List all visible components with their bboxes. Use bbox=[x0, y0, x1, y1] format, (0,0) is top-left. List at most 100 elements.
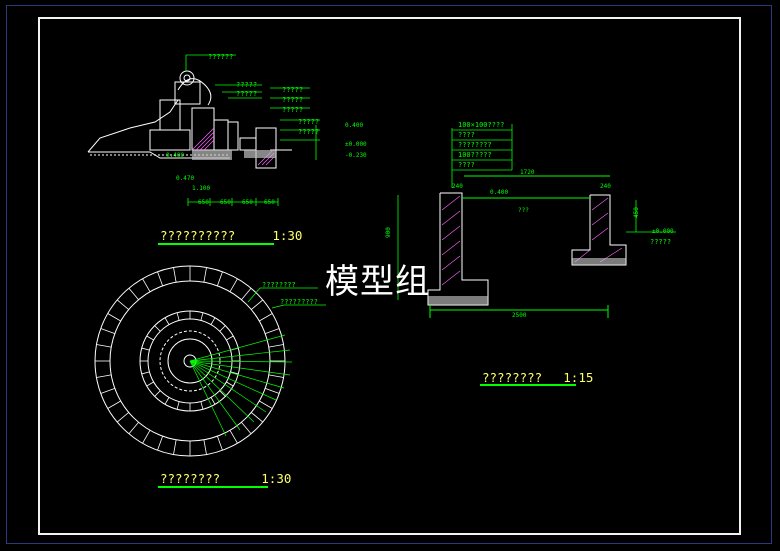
plan-scale: 1:30 bbox=[261, 471, 292, 486]
elevation-label-4: ????? bbox=[282, 86, 304, 94]
circle-plan-leaders bbox=[247, 287, 326, 309]
svg-text:450: 450 bbox=[633, 207, 640, 218]
dimension-ray bbox=[189, 360, 277, 401]
inner-joint bbox=[210, 317, 216, 325]
section-scale: 1:15 bbox=[563, 370, 594, 385]
dimension-ray bbox=[189, 360, 285, 389]
elevation-label-1: ?????? bbox=[208, 53, 234, 61]
dimension-ray bbox=[189, 360, 293, 363]
svg-text:0.400: 0.400 bbox=[166, 152, 184, 159]
section-leaders bbox=[397, 124, 676, 300]
svg-text:1720: 1720 bbox=[520, 169, 535, 176]
svg-text:1.100: 1.100 bbox=[192, 185, 210, 192]
dimension-ray bbox=[189, 360, 241, 431]
elevation-dim-4: 650 bbox=[264, 199, 275, 206]
section-title-text: ???????? bbox=[482, 370, 543, 385]
paving-joint bbox=[116, 412, 129, 423]
svg-text:0.470: 0.470 bbox=[176, 175, 194, 182]
paving-joint bbox=[265, 387, 280, 394]
inner-joint bbox=[141, 371, 150, 375]
elevation-dim-3: 650 bbox=[242, 199, 253, 206]
section-label-3: ???????? bbox=[458, 141, 492, 149]
inner-joint bbox=[210, 397, 216, 405]
paving-joint bbox=[157, 436, 164, 451]
inner-joint bbox=[200, 312, 204, 321]
paving-joint bbox=[203, 267, 207, 283]
elevation-small-text: 0.400 ±0.000 -0.230 0.400 0.470 1.100 bbox=[166, 122, 367, 192]
elevation-dim-1: 650 bbox=[198, 199, 209, 206]
inner-joint bbox=[164, 397, 170, 405]
plan-title-underline bbox=[158, 486, 268, 488]
section-title-underline bbox=[480, 384, 576, 386]
paving-joint bbox=[265, 328, 280, 335]
paving-joint bbox=[100, 387, 115, 394]
wall-section-hatch bbox=[441, 195, 623, 286]
section-label-2: ???? bbox=[458, 131, 475, 139]
section-label-4: 100????? bbox=[458, 151, 492, 159]
paving-joint bbox=[128, 422, 139, 435]
paving-joint bbox=[173, 439, 177, 455]
elevation-label-2: ????? bbox=[236, 81, 258, 89]
inner-joint bbox=[164, 317, 170, 325]
paving-joint bbox=[100, 328, 115, 335]
paving-joint bbox=[259, 313, 273, 322]
wall-section-gravel bbox=[428, 258, 626, 305]
inner-joint bbox=[226, 381, 234, 387]
dimension-ray bbox=[189, 360, 267, 413]
outer-border bbox=[6, 5, 772, 544]
elevation-scale: 1:30 bbox=[272, 228, 303, 243]
paving-joint bbox=[268, 374, 284, 378]
paving-joint bbox=[203, 439, 207, 455]
fountain-elevation-fill bbox=[192, 150, 276, 160]
paving-joint bbox=[107, 313, 121, 322]
elevation-label-7: ????? bbox=[298, 118, 320, 126]
inner-joint bbox=[226, 335, 234, 341]
paving-joint bbox=[241, 287, 252, 300]
inner-joint bbox=[176, 401, 180, 410]
svg-text:±0.000: ±0.000 bbox=[652, 228, 674, 235]
circle-plan-dimension-rays bbox=[189, 334, 293, 437]
dimension-ray bbox=[189, 360, 255, 423]
inner-joint bbox=[154, 390, 161, 397]
inner-joint bbox=[146, 381, 154, 387]
svg-text:900: 900 bbox=[385, 227, 392, 238]
elevation-label-8: ????? bbox=[298, 128, 320, 136]
paving-joint bbox=[216, 436, 223, 451]
section-label-5: ???? bbox=[458, 161, 475, 169]
elevation-label-6: ????? bbox=[282, 106, 304, 114]
paving-joint bbox=[173, 267, 177, 283]
paving-joint bbox=[241, 422, 252, 435]
circle-plan-segments bbox=[95, 266, 285, 456]
plan-label-1: ???????? bbox=[262, 281, 296, 289]
section-title: ???????? 1:15 bbox=[482, 370, 593, 385]
paving-joint bbox=[128, 287, 139, 300]
inner-joint bbox=[154, 325, 161, 332]
plan-title-text: ???????? bbox=[160, 471, 221, 486]
svg-text:0.400: 0.400 bbox=[345, 122, 363, 129]
elevation-label-5: ????? bbox=[282, 96, 304, 104]
section-side-label: ????? bbox=[650, 238, 672, 246]
svg-text:???: ??? bbox=[518, 207, 529, 214]
dimension-ray bbox=[189, 360, 291, 376]
paving-joint bbox=[96, 374, 112, 378]
inner-joint bbox=[219, 390, 226, 397]
inner-joint bbox=[146, 335, 154, 341]
dimension-ray bbox=[189, 349, 291, 362]
inner-joint bbox=[141, 347, 150, 351]
paving-joint bbox=[116, 299, 129, 310]
elevation-label-3: ????? bbox=[236, 90, 258, 98]
paving-joint bbox=[96, 344, 112, 348]
section-label-1: 100×100???? bbox=[458, 121, 505, 129]
inner-joint bbox=[200, 401, 204, 410]
plan-label-2: ????????? bbox=[280, 298, 318, 306]
plan-title: ???????? 1:30 bbox=[160, 471, 291, 486]
paving-joint bbox=[142, 430, 151, 444]
svg-text:240: 240 bbox=[600, 183, 611, 190]
paving-joint bbox=[229, 278, 238, 292]
dimension-ray bbox=[189, 360, 227, 437]
elevation-dim-2: 650 bbox=[220, 199, 231, 206]
paving-joint bbox=[157, 271, 164, 286]
inner-joint bbox=[219, 325, 226, 332]
inner-joint bbox=[176, 312, 180, 321]
